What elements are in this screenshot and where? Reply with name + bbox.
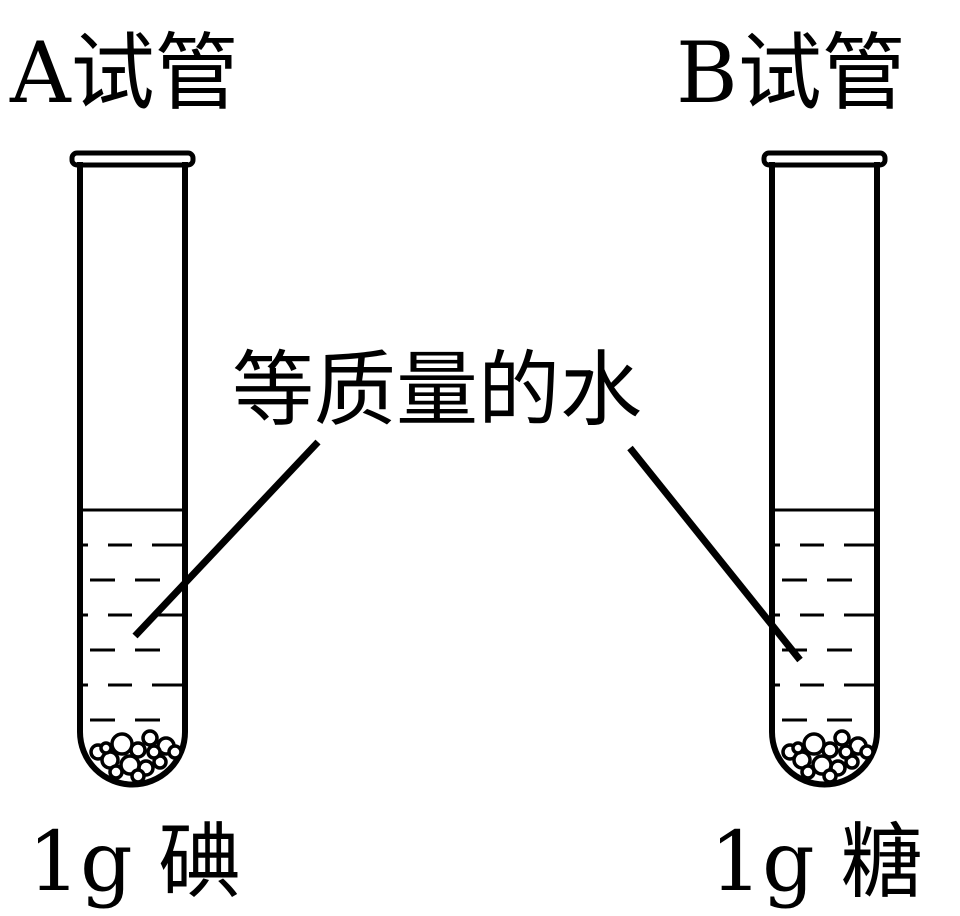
solid-particle [859,744,875,760]
tube-b-substance: 1g 糖 [710,815,923,910]
solid-particle [141,729,159,747]
tube-lip [761,150,888,168]
solid-particle [800,764,816,780]
solid-particle [167,744,183,760]
pointer-line-a [132,439,321,639]
test-tube-b [761,150,888,788]
tube-body [769,162,880,788]
solid-particle [822,768,838,784]
solid-particle [821,741,839,759]
tube-body [77,162,188,788]
solid-particle [833,729,851,747]
tube-a-label: A试管 [9,24,239,122]
tube-b-label: B试管 [676,24,906,122]
test-tube-a [69,150,196,788]
solid-particle [146,744,162,760]
water-label: 等质量的水 [232,343,642,438]
solid-particle [802,732,826,756]
solid-particle [110,732,134,756]
solid-particle [129,741,147,759]
solid-particle [838,744,854,760]
solid-particle [108,764,124,780]
tube-lip [69,150,196,168]
solid-particle [791,741,805,755]
solid-particle [99,741,113,755]
pointer-line-b [627,445,803,663]
tube-a-substance: 1g 碘 [28,815,241,910]
solid-particle [130,768,146,784]
